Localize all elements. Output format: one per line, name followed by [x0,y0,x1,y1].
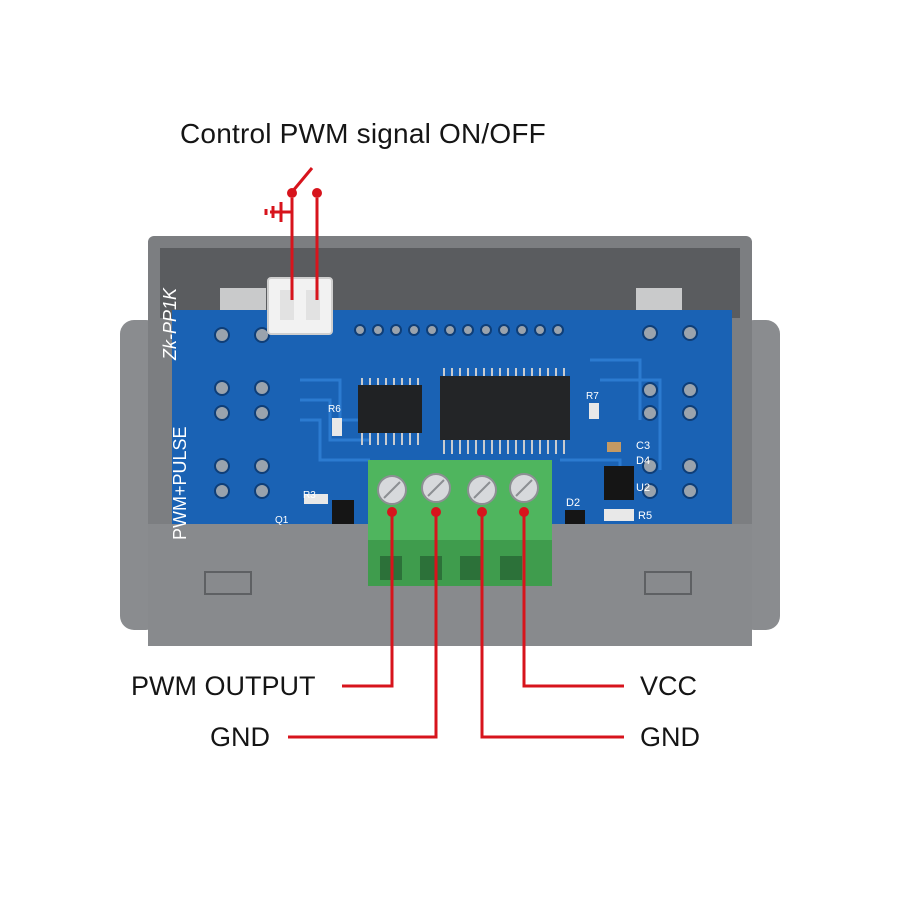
switch-contact-left [287,188,297,198]
smd-r6 [332,418,342,436]
terminal-block [368,460,552,586]
label-d2: D2 [566,497,581,509]
label-r3: R3 [303,490,316,501]
smd-r5 [604,509,634,521]
mount-tab-left [220,288,266,312]
label-gnd-right: GND [640,722,700,752]
smd-r3 [304,494,328,504]
header-pins [214,325,698,499]
label-r6: R6 [328,404,341,415]
main-ic [440,368,570,454]
label-r5: R5 [638,510,653,522]
label-gnd-left: GND [210,722,270,752]
small-ic [358,378,422,445]
wire-dot-3 [477,507,487,517]
jst-connector [267,277,333,335]
terminal-wiring [288,512,624,739]
board-function: PWM+PULSE [170,426,190,540]
smd-c3 [607,442,621,452]
smd-d2 [565,510,585,528]
diagram-title: Control PWM signal ON/OFF [180,118,546,149]
latch-right [644,571,692,595]
top-header-row [354,324,564,336]
switch-contact-right [312,188,322,198]
mount-tab-right [636,288,682,312]
label-vcc: VCC [640,671,698,701]
wire-dot-2 [431,507,441,517]
smd-r7 [589,403,599,419]
latch-left [204,571,252,595]
label-c3: C3 [636,440,651,452]
label-r7: R7 [586,391,599,402]
smd-q1 [332,500,354,526]
label-d4: D4 [636,455,651,467]
switch-wiring [264,167,319,300]
label-pwm-output: PWM OUTPUT [131,671,316,701]
smd-u2 [604,466,634,500]
label-q1: Q1 [275,515,289,526]
label-u2: U2 [636,482,651,494]
board-model: Zk-PP1K [160,287,180,360]
wire-dot-4 [519,507,529,517]
wire-dot-1 [387,507,397,517]
